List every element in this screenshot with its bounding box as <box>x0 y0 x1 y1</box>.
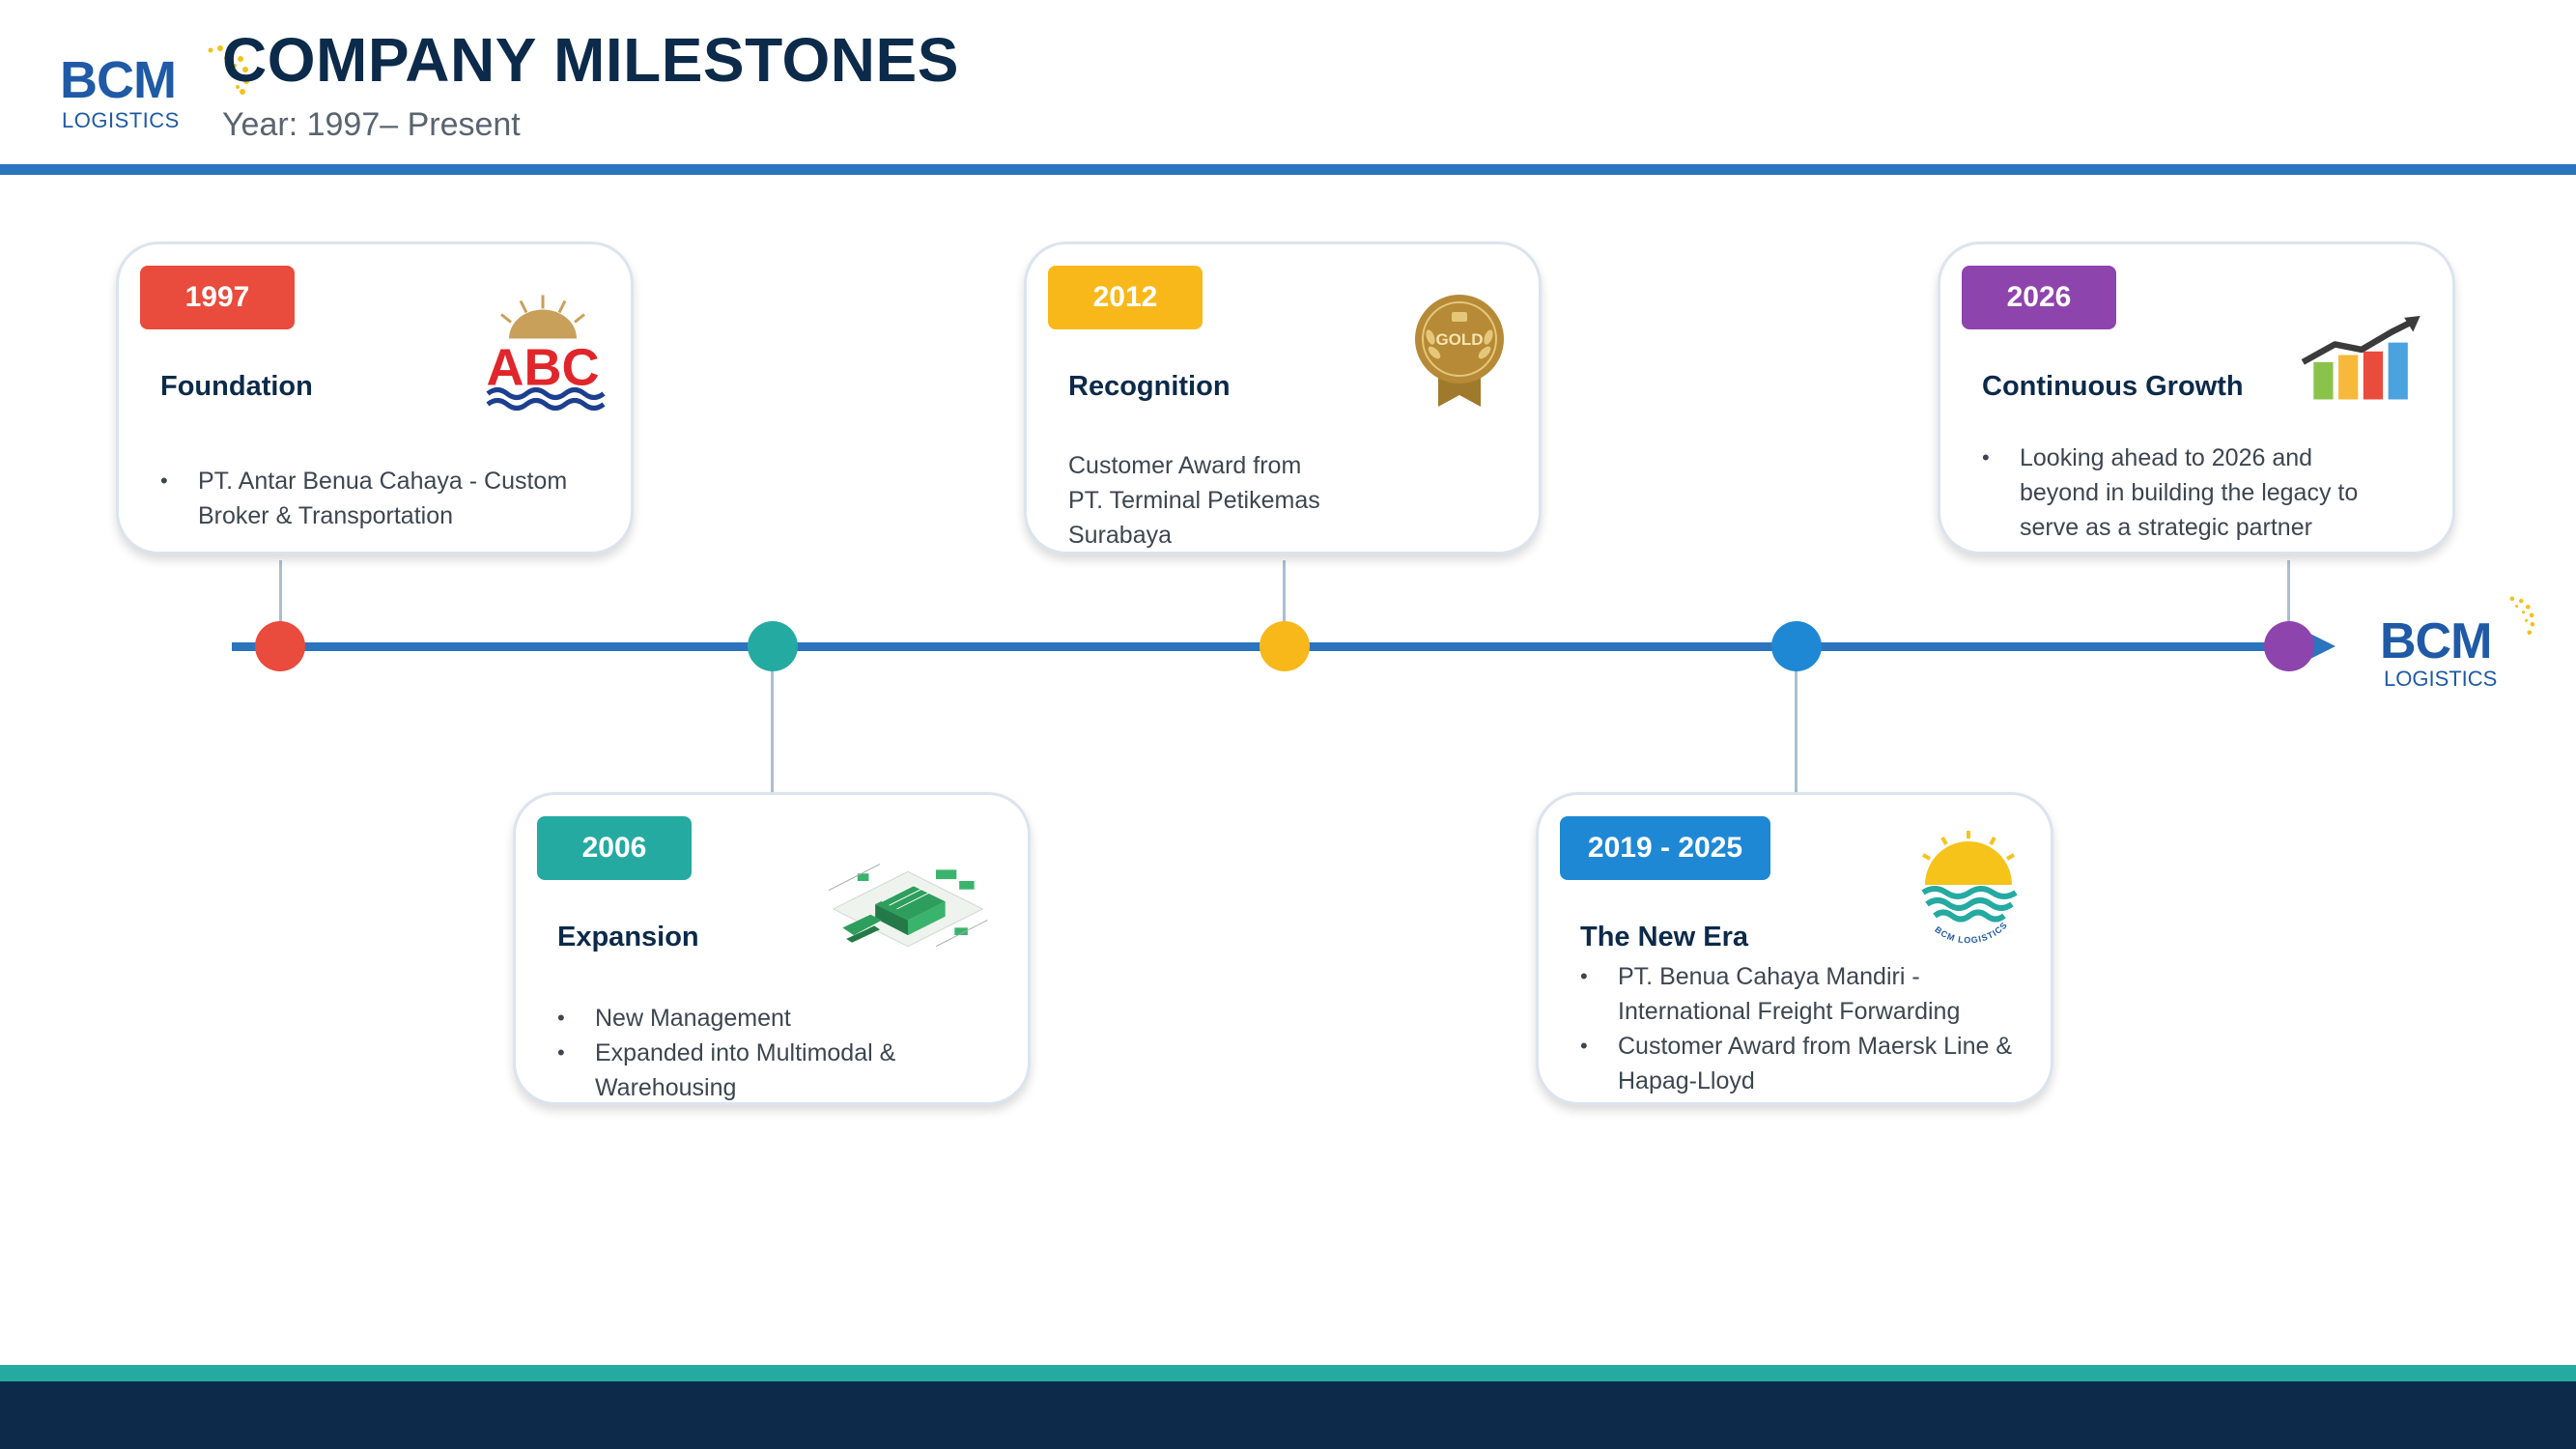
timeline-node-2012 <box>1260 621 1310 671</box>
milestone-bullets: New Management Expanded into Multimodal … <box>557 1001 1002 1105</box>
abc-logo-text: ABC <box>487 339 600 397</box>
gold-award-icon: GOLD <box>1415 295 1504 407</box>
milestone-title: The New Era <box>1580 922 1749 952</box>
page-title: COMPANY MILESTONES <box>222 25 959 95</box>
footer-bar <box>0 1381 2576 1449</box>
header-divider <box>0 164 2576 175</box>
abc-logo-icon: ABC <box>486 295 606 411</box>
award-text: GOLD <box>1435 330 1483 349</box>
year-badge: 2019 - 2025 <box>1560 816 1770 880</box>
year-badge: 2012 <box>1048 266 1203 329</box>
timeline-node-2026 <box>2264 621 2314 671</box>
connector-2019 <box>1795 647 1798 794</box>
milestone-title: Recognition <box>1068 371 1231 402</box>
brand-tagline: LOGISTICS <box>2384 667 2498 691</box>
timeline-end-logo: BCM LOGISTICS <box>2378 591 2535 697</box>
milestone-card-2026: 2026 Continuous Growth Looking ahead to … <box>1938 242 2455 554</box>
sun-rays-icon <box>2509 596 2535 636</box>
timeline-node-2006 <box>748 621 798 671</box>
connector-2026 <box>2287 560 2290 647</box>
brand-name: BCM <box>2380 613 2492 669</box>
year-badge: 2026 <box>1962 266 2116 329</box>
sun-rays-icon <box>208 45 249 95</box>
milestone-card-2012: 2012 Recognition GOLD Customer Award fro… <box>1024 242 1542 554</box>
brand-tagline: LOGISTICS <box>62 108 180 132</box>
timeline-node-2019 <box>1771 621 1822 671</box>
connector-1997 <box>279 560 282 647</box>
year-badge: 2006 <box>537 816 692 880</box>
milestone-description: Customer Award from PT. Terminal Petikem… <box>1068 452 1320 549</box>
milestone-bullets: PT. Antar Benua Cahaya - Custom Broker &… <box>160 464 595 533</box>
year-badge: 1997 <box>140 266 295 329</box>
warehouse-port-icon <box>828 864 988 948</box>
bullet-item: Customer Award from Maersk Line & Hapag-… <box>1580 1029 2024 1098</box>
connector-2012 <box>1283 560 1286 647</box>
connector-2006 <box>771 647 774 794</box>
milestone-bullets: Looking ahead to 2026 and beyond in buil… <box>1982 440 2388 545</box>
timeline-node-1997 <box>255 621 305 671</box>
bullet-item: Looking ahead to 2026 and beyond in buil… <box>1982 440 2388 545</box>
milestone-card-2019-2025: 2019 - 2025 The New Era BCM LOGISTICS PT… <box>1536 792 2053 1105</box>
bullet-item: Expanded into Multimodal & Warehousing <box>557 1036 1002 1105</box>
footer-accent-bar <box>0 1365 2576 1381</box>
growth-chart-icon <box>2301 316 2420 400</box>
brand-name: BCM <box>60 51 177 109</box>
milestone-card-1997: 1997 Foundation ABC PT. Antar Benua Caha… <box>116 242 634 554</box>
bullet-item: PT. Benua Cahaya Mandiri - International… <box>1580 959 2024 1029</box>
bullet-item: PT. Antar Benua Cahaya - Custom Broker &… <box>160 464 595 533</box>
milestone-title: Continuous Growth <box>1982 371 2244 402</box>
milestone-bullets: PT. Benua Cahaya Mandiri - International… <box>1580 959 2024 1098</box>
bullet-item: New Management <box>557 1001 1002 1036</box>
brand-logo: BCM LOGISTICS <box>56 39 249 135</box>
milestone-title: Expansion <box>557 922 699 952</box>
milestone-title: Foundation <box>160 371 313 402</box>
page-subtitle: Year: 1997– Present <box>222 106 521 143</box>
sun-sea-logo-icon: BCM LOGISTICS <box>1920 831 2018 945</box>
milestone-card-2006: 2006 Expansion New Management Expanded i… <box>513 792 1031 1105</box>
